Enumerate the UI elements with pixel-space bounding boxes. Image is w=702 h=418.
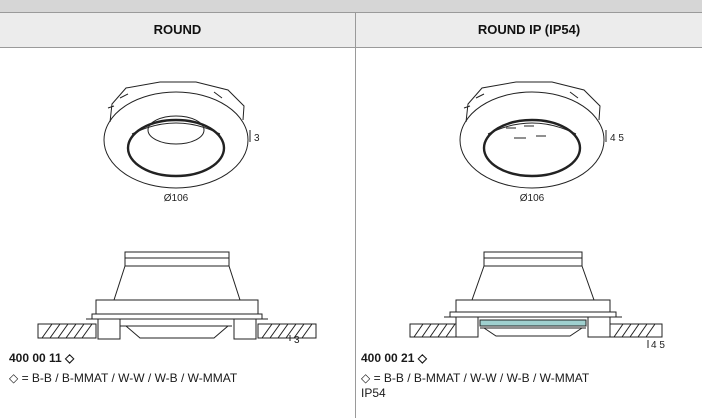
column-title-round: ROUND xyxy=(153,22,202,37)
column-title-round-ip: ROUND IP (IP54) xyxy=(477,22,581,37)
product-column-round: 3 Ø106 3 400 00 xyxy=(0,48,355,418)
ceiling-hatch-round-ip xyxy=(409,323,663,348)
variant-list-round: ◇ = B-B / B-MMAT / W-W / W-B / W-MMAT xyxy=(9,371,238,385)
diameter-label-round: Ø106 xyxy=(164,193,189,204)
side-view-round-ip xyxy=(444,251,622,338)
ip-rating-label: IP54 xyxy=(361,386,386,400)
top-dim-round-ip: 4 5 xyxy=(610,133,624,144)
side-dim-round-ip: 4 5 xyxy=(651,340,665,351)
product-code-round: 400 00 11 ◇ xyxy=(9,351,75,365)
top-dim-round: 3 xyxy=(254,133,260,144)
top-view-round xyxy=(103,81,251,189)
top-view-round-ip xyxy=(459,81,607,189)
top-bar xyxy=(0,0,702,13)
column-divider xyxy=(355,13,356,418)
table-header: ROUND ROUND IP (IP54) xyxy=(0,13,702,48)
product-column-round-ip: 4 5 Ø106 4 5 40 xyxy=(356,48,702,418)
product-code-round-ip: 400 00 21 ◇ xyxy=(361,351,427,365)
diameter-label-round-ip: Ø106 xyxy=(520,193,545,204)
side-view-round xyxy=(86,251,268,340)
drawing-round-ip: 4 5 Ø106 4 5 xyxy=(409,81,665,351)
drawing-round: 3 Ø106 3 xyxy=(37,81,317,346)
side-dim-round: 3 xyxy=(294,335,300,346)
ceiling-hatch-round xyxy=(37,323,317,341)
variant-list-round-ip: ◇ = B-B / B-MMAT / W-W / W-B / W-MMAT xyxy=(361,371,590,385)
